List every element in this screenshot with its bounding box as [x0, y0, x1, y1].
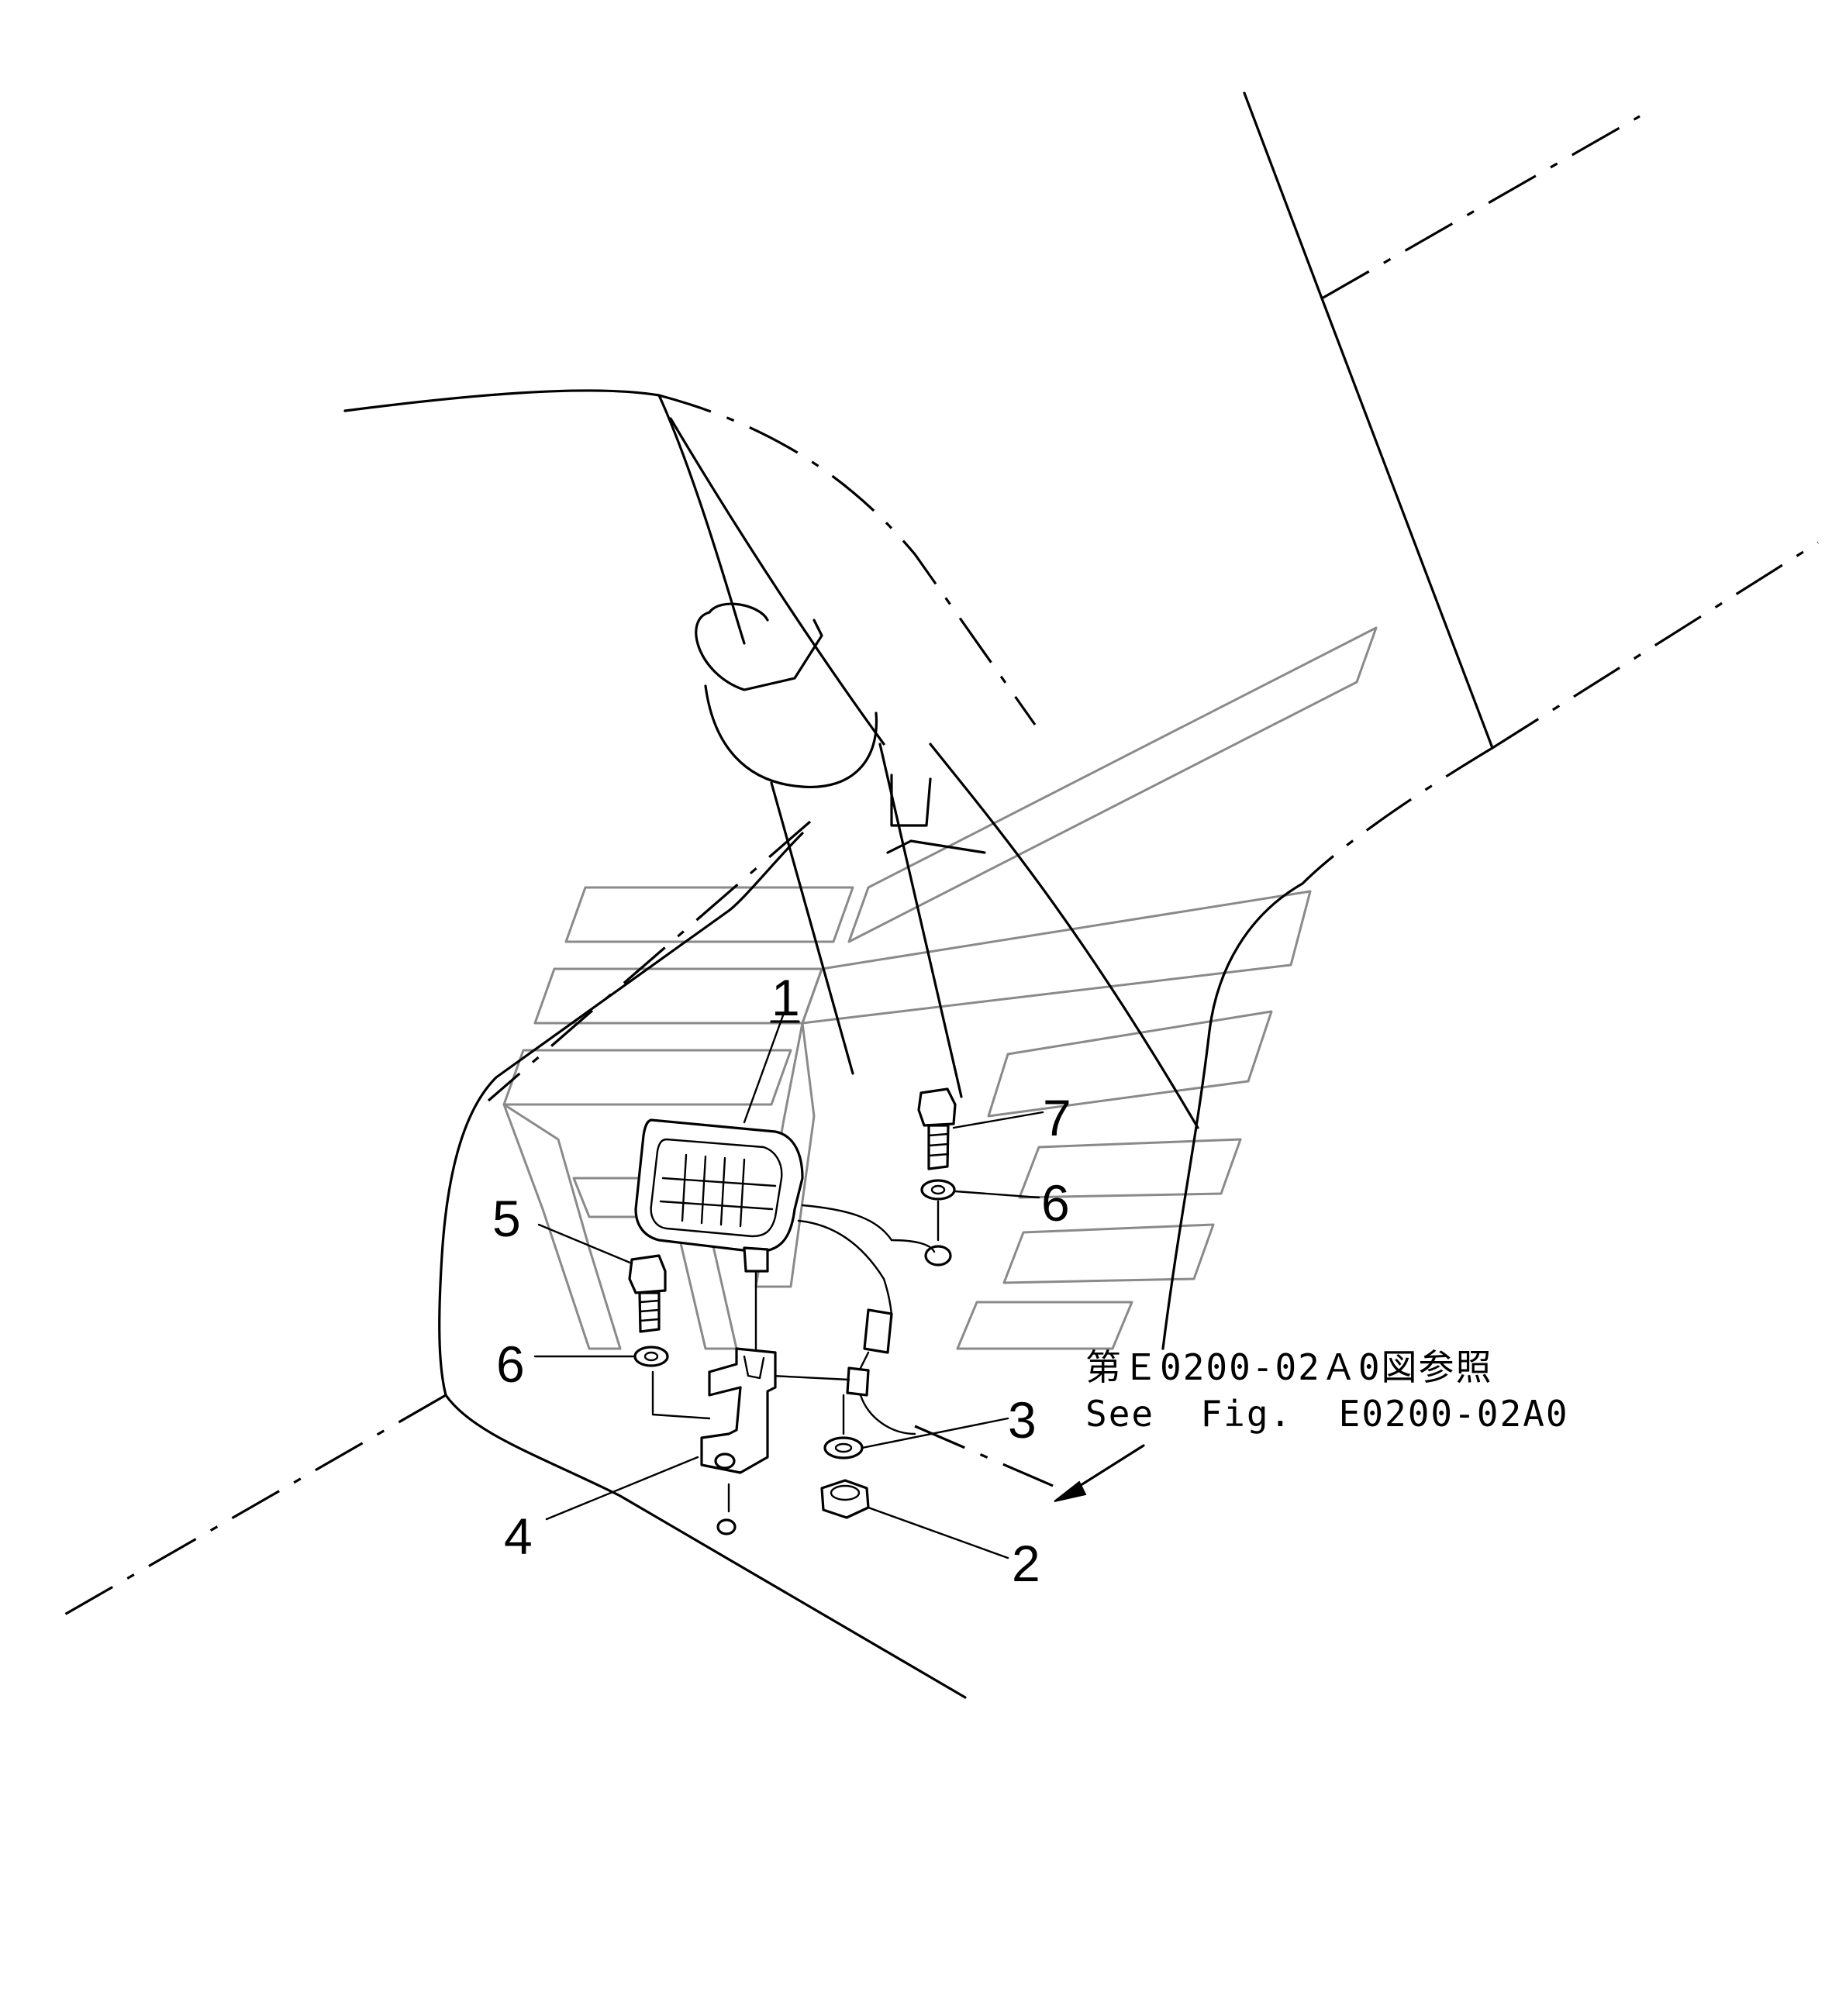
mounting-hole: [716, 1518, 737, 1535]
lamp-lens-grid: [659, 1153, 777, 1228]
watermark-logo: [502, 626, 1378, 1350]
callout-6-left: 6: [496, 1335, 525, 1393]
callout-1: 1: [771, 969, 800, 1026]
washer-6-right: [920, 1179, 956, 1242]
machine-outline: [61, 91, 1819, 1699]
nut-2: [820, 1479, 870, 1519]
lamp-bracket: [700, 1347, 777, 1535]
reference-en: See Fig. E0200-02A0: [1085, 1393, 1569, 1435]
wire-harness: [770, 1239, 952, 1435]
callout-3: 3: [1008, 1391, 1037, 1449]
callout-6-right: 6: [1041, 1174, 1070, 1232]
callout-5: 5: [492, 1190, 521, 1247]
washer-3: [823, 1394, 864, 1459]
bolt-7: [917, 1087, 957, 1170]
callout-7: 7: [1043, 1089, 1071, 1146]
reference-jp: 第Ｅ0200-02Ａ0図参照: [1085, 1346, 1493, 1388]
bolt-5: [628, 1254, 667, 1333]
washer-6-left: [633, 1346, 711, 1420]
callout-2: 2: [1012, 1535, 1040, 1592]
lift-cylinder: [695, 602, 986, 1098]
connector-lower: [846, 1366, 870, 1397]
ring-terminal: [924, 1245, 952, 1266]
work-lamp: [634, 1118, 893, 1350]
figure-reference: 第Ｅ0200-02Ａ0図参照 See Fig. E0200-02A0: [1085, 1346, 1569, 1435]
callout-labels: 1 2 3 4 5 6 6 7: [492, 969, 1071, 1592]
callout-4: 4: [504, 1508, 533, 1565]
connector-upper: [863, 1308, 893, 1354]
leader-lines: [533, 1014, 1145, 1559]
